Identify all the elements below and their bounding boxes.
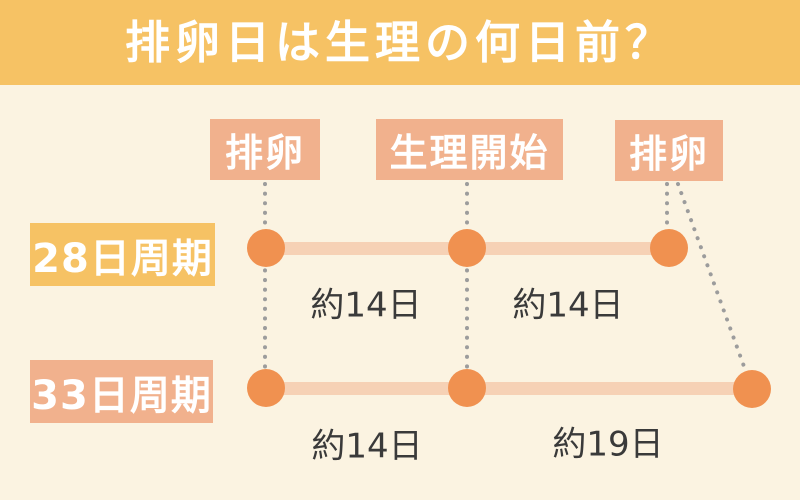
timeline-dot-33-ovulation <box>247 369 285 407</box>
marker-label-ovulation-left: 排卵 <box>210 119 320 180</box>
title-banner <box>0 0 800 85</box>
timeline-track-33 <box>266 382 752 395</box>
timeline-dot-33-next-ovulation <box>733 370 771 408</box>
row-label-cycle-28: 28日周期 <box>30 223 215 286</box>
row-label-cycle-33: 33日周期 <box>30 360 213 423</box>
marker-label-ovulation-right: 排卵 <box>615 120 723 181</box>
interval-label-28-1: 約14日 <box>310 285 422 326</box>
dotted-connector-ovulation-right-33 <box>676 182 752 385</box>
interval-label-33-1: 約14日 <box>311 426 423 467</box>
timeline-dot-33-period-start <box>448 369 486 407</box>
timeline-dot-28-period-start <box>448 229 486 267</box>
interval-label-28-2: 約14日 <box>512 285 624 326</box>
marker-label-period-start: 生理開始 <box>376 119 563 180</box>
interval-label-33-2: 約19日 <box>552 424 664 465</box>
timeline-dot-28-next-ovulation <box>650 229 688 267</box>
page-title: 排卵日は生理の何日前？ <box>124 16 675 69</box>
timeline-dot-28-ovulation <box>247 229 285 267</box>
